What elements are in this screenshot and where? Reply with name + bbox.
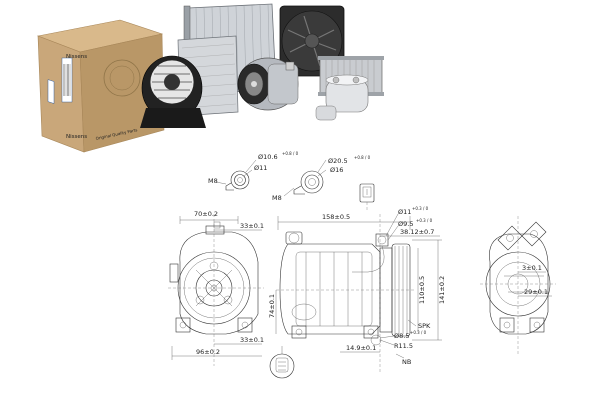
product-photo: Nissens Nissens Original Quality Parts [36,3,384,153]
dim-side-141: 141±0.2 [438,276,446,304]
dim-front-bottom-offset: 33±0.1 [240,336,264,344]
port1-outer-label: Ø10.6 [258,153,278,161]
port-detail-small: Ø10.6 +0.8 / 0 Ø11 M8 [208,151,299,191]
dim-side-nb: NB [402,358,411,366]
port1-outer-tolerance: +0.8 / 0 [282,151,299,156]
blower-motor-part [140,55,206,128]
dim-side-hole-8-5: Ø8.5 [394,332,409,340]
compressor-rear-view: 3±0.1 29±0.1 [480,216,556,356]
dim-front-top-offset: 33±0.1 [240,222,264,230]
barcode-icon [63,64,71,96]
dim-front-base-width: 96±0.2 [196,348,220,356]
dim-rear-3: 3±0.1 [522,264,542,272]
box-brand-text-top: Nissens [66,54,87,60]
dim-side-length: 158±0.5 [322,213,350,221]
dim-side-fitting-11-tol: +0.3 / 0 [412,206,429,211]
port2-inner-label: Ø16 [330,166,343,174]
dim-side-110: 110±0.5 [418,276,426,304]
dim-rear-29: 29±0.1 [524,288,548,296]
port-detail-large: Ø20.5 +0.8 / 0 Ø16 M8 [272,155,371,202]
port2-outer-tolerance: +0.8 / 0 [354,155,371,160]
dim-side-14-9: 14.9±0.1 [346,344,376,352]
compressor-front-view: 70±0.2 33±0.1 33±0.1 96±0.2 [168,210,264,366]
dim-side-radius: R11.5 [394,342,413,350]
receiver-drier-part [315,74,369,121]
bottom-port-detail [269,346,295,379]
port1-inner-label: Ø11 [254,164,267,172]
box-brand-text-bottom: Nissens [66,134,87,140]
port1-thread-label: M8 [208,177,218,185]
port2-outer-label: Ø20.5 [328,157,348,165]
dim-front-width: 70±0.2 [194,210,218,218]
box-sticker-left [47,79,55,104]
dim-side-spk: SPK [418,322,431,330]
dim-side-fitting-11: Ø11 [398,208,411,216]
box-barcode-label [61,57,73,103]
connector-plug-detail [359,183,375,212]
dim-side-74: 74±0.1 [268,294,276,318]
dim-side-38: 38.12±0.7 [400,228,434,236]
dim-side-hole-8-5-tol: +0.3 / 0 [410,330,427,335]
compressor-photo-part [237,57,299,111]
dim-side-fitting-9-5: Ø9.5 [398,220,413,228]
technical-drawing: Ø10.6 +0.8 / 0 Ø11 M8 Ø20.5 +0.8 / 0 Ø16… [168,151,556,379]
box-emblem-icon [103,59,141,97]
dim-side-fitting-9-5-tol: +0.3 / 0 [416,218,433,223]
port2-thread-label: M8 [272,194,282,202]
compressor-side-view: 158±0.5 Ø11 +0.3 / 0 Ø9.5 +0.3 / 0 38.12… [268,206,446,372]
